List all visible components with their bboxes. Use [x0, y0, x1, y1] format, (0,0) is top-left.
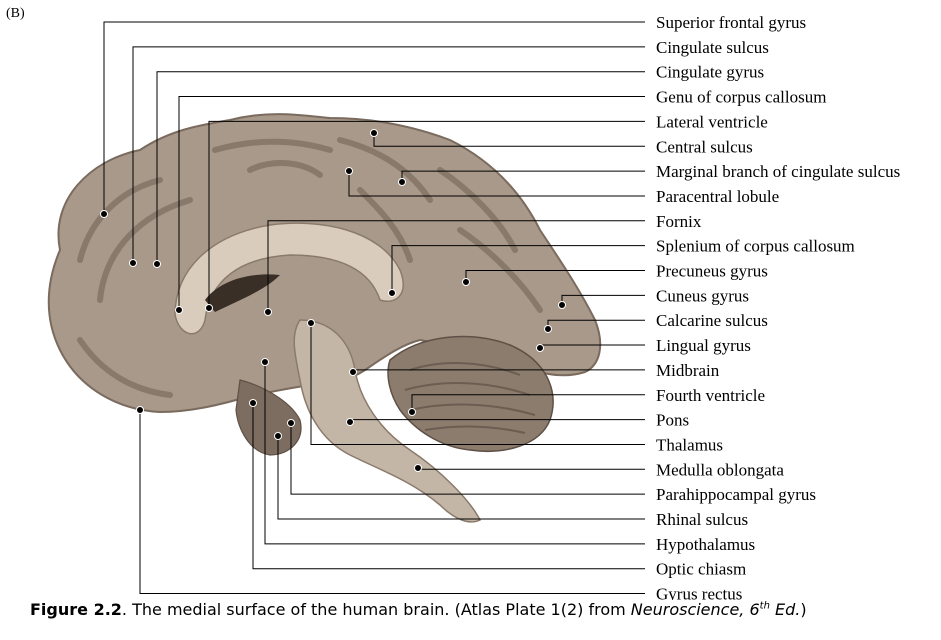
- ventricle-shape: [205, 274, 280, 312]
- anchor-dot: [264, 308, 272, 316]
- label-optic-chiasm: Optic chiasm: [656, 560, 746, 579]
- leader-line: [417, 468, 645, 470]
- caption-text: . The medial surface of the human brain.…: [121, 600, 631, 619]
- label-lateral-ventricle: Lateral ventricle: [656, 112, 768, 131]
- anchor-dot: [558, 301, 566, 309]
- label-superior-frontal-gyrus: Superior frontal gyrus: [656, 13, 806, 32]
- temporal-lobe-shape: [235, 379, 302, 456]
- leader-line: [277, 436, 645, 520]
- label-cuneus-gyrus: Cuneus gyrus: [656, 286, 749, 305]
- anchor-dot: [544, 325, 552, 333]
- anchor-dot: [261, 358, 269, 366]
- leader-line: [103, 21, 645, 214]
- leader-line: [290, 423, 645, 495]
- label-calcarine-sulcus: Calcarine sulcus: [656, 311, 768, 330]
- anchor-dot: [205, 304, 213, 312]
- label-hypothalamus: Hypothalamus: [656, 535, 755, 554]
- label-medulla-oblongata: Medulla oblongata: [656, 460, 784, 479]
- leader-line: [411, 394, 645, 412]
- label-marginal-branch-of-cingulate-sulcus: Marginal branch of cingulate sulcus: [656, 162, 900, 181]
- anchor-dot: [398, 178, 406, 186]
- label-splenium-of-corpus-callosum: Splenium of corpus callosum: [656, 237, 855, 256]
- label-precuneus-gyrus: Precuneus gyrus: [656, 262, 768, 281]
- anchor-dot: [414, 464, 422, 472]
- anchor-dot: [100, 210, 108, 218]
- leader-line: [139, 410, 645, 595]
- anchor-dot: [307, 319, 315, 327]
- anchor-dot: [388, 289, 396, 297]
- brain-medial-surface-image: [47, 113, 602, 523]
- leader-line: [373, 133, 645, 147]
- anchor-dot: [349, 368, 357, 376]
- leader-line: [132, 46, 645, 263]
- label-parahippocampal-gyrus: Parahippocampal gyrus: [656, 485, 816, 504]
- caption-edition: Ed.: [769, 600, 801, 619]
- label-cingulate-sulcus: Cingulate sulcus: [656, 38, 769, 57]
- leader-line: [208, 120, 645, 308]
- anchor-dot: [249, 399, 257, 407]
- anchor-dot: [136, 406, 144, 414]
- leader-line: [348, 171, 645, 197]
- anchor-dot: [462, 278, 470, 286]
- leader-line: [391, 245, 645, 293]
- label-rhinal-sulcus: Rhinal sulcus: [656, 510, 748, 529]
- leader-line: [178, 96, 645, 310]
- anchor-dot: [345, 167, 353, 175]
- leader-line: [252, 403, 645, 570]
- leader-line: [267, 220, 645, 312]
- caption-close: ): [800, 600, 807, 619]
- panel-letter: (B): [6, 6, 25, 21]
- leader-line: [156, 71, 645, 264]
- leader-line: [264, 362, 645, 545]
- anchor-dot: [536, 344, 544, 352]
- leader-line: [310, 323, 645, 445]
- label-fornix: Fornix: [656, 212, 702, 231]
- caption-book: Neuroscience, 6: [630, 600, 760, 619]
- label-paracentral-lobule: Paracentral lobule: [656, 187, 779, 206]
- figure-caption: Figure 2.2. The medial surface of the hu…: [30, 600, 930, 619]
- anchor-dot: [153, 260, 161, 268]
- label-thalamus: Thalamus: [656, 435, 723, 454]
- anchor-dot: [370, 129, 378, 137]
- caption-figure-label: Figure 2.2: [30, 600, 122, 619]
- leader-lines: [100, 21, 645, 595]
- anchor-dot: [287, 419, 295, 427]
- brainstem-shape: [293, 319, 482, 523]
- anchor-dot: [129, 259, 137, 267]
- anchor-dot: [274, 432, 282, 440]
- label-cingulate-gyrus: Cingulate gyrus: [656, 63, 764, 82]
- anchor-dot: [346, 418, 354, 426]
- anchor-dot: [408, 408, 416, 416]
- label-fourth-ventricle: Fourth ventricle: [656, 386, 765, 405]
- label-genu-of-corpus-callosum: Genu of corpus callosum: [656, 88, 826, 107]
- label-lingual-gyrus: Lingual gyrus: [656, 336, 751, 355]
- label-midbrain: Midbrain: [656, 361, 720, 380]
- label-gyrus-rectus: Gyrus rectus: [656, 585, 742, 600]
- label-pons: Pons: [656, 411, 689, 430]
- label-central-sulcus: Central sulcus: [656, 137, 753, 156]
- caption-superscript: th: [759, 600, 770, 612]
- cerebellum-folia: [404, 362, 536, 434]
- anchor-dot: [175, 306, 183, 314]
